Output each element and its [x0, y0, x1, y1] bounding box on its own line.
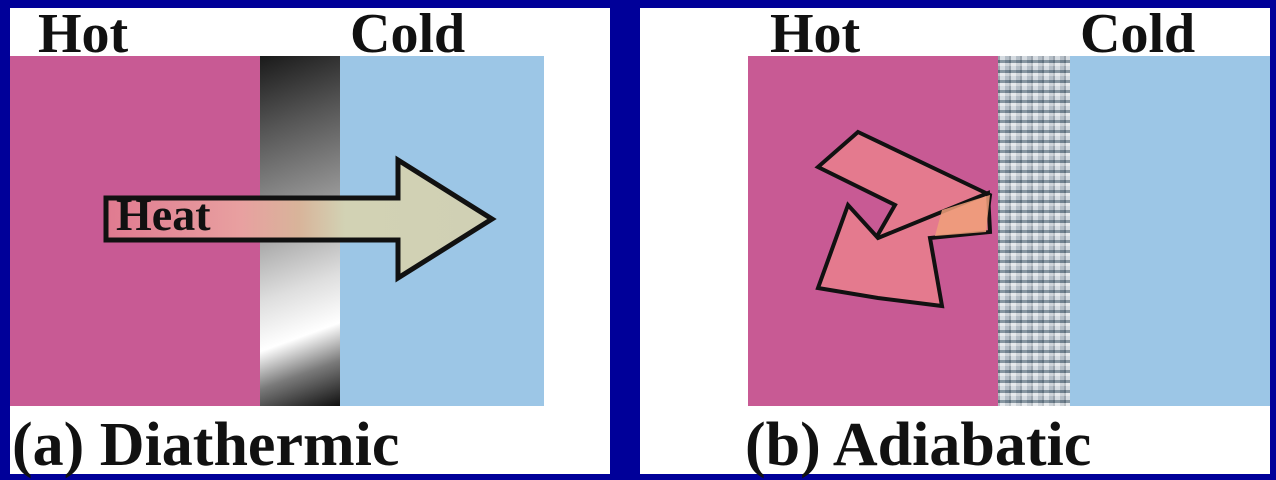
panel-b-adiabatic-wall — [998, 56, 1070, 406]
heat-arrow-label: Heat — [116, 189, 211, 240]
panel-b-hot-label: Hot — [770, 3, 861, 65]
panel-a-hot-label: Hot — [38, 3, 129, 65]
panel-b-cold-region — [1070, 56, 1270, 406]
heat-arrow-shape — [103, 155, 497, 283]
reflected-arrow-overlap — [935, 195, 990, 236]
panel-a-cold-label: Cold — [350, 3, 466, 65]
reflected-heat-arrow — [814, 129, 993, 309]
panel-a-caption: (a) Diathermic — [12, 411, 400, 479]
heat-arrow — [103, 155, 497, 283]
panel-b-caption: (b) Adiabatic — [745, 411, 1092, 479]
panel-b-cold-label: Cold — [1080, 3, 1196, 65]
